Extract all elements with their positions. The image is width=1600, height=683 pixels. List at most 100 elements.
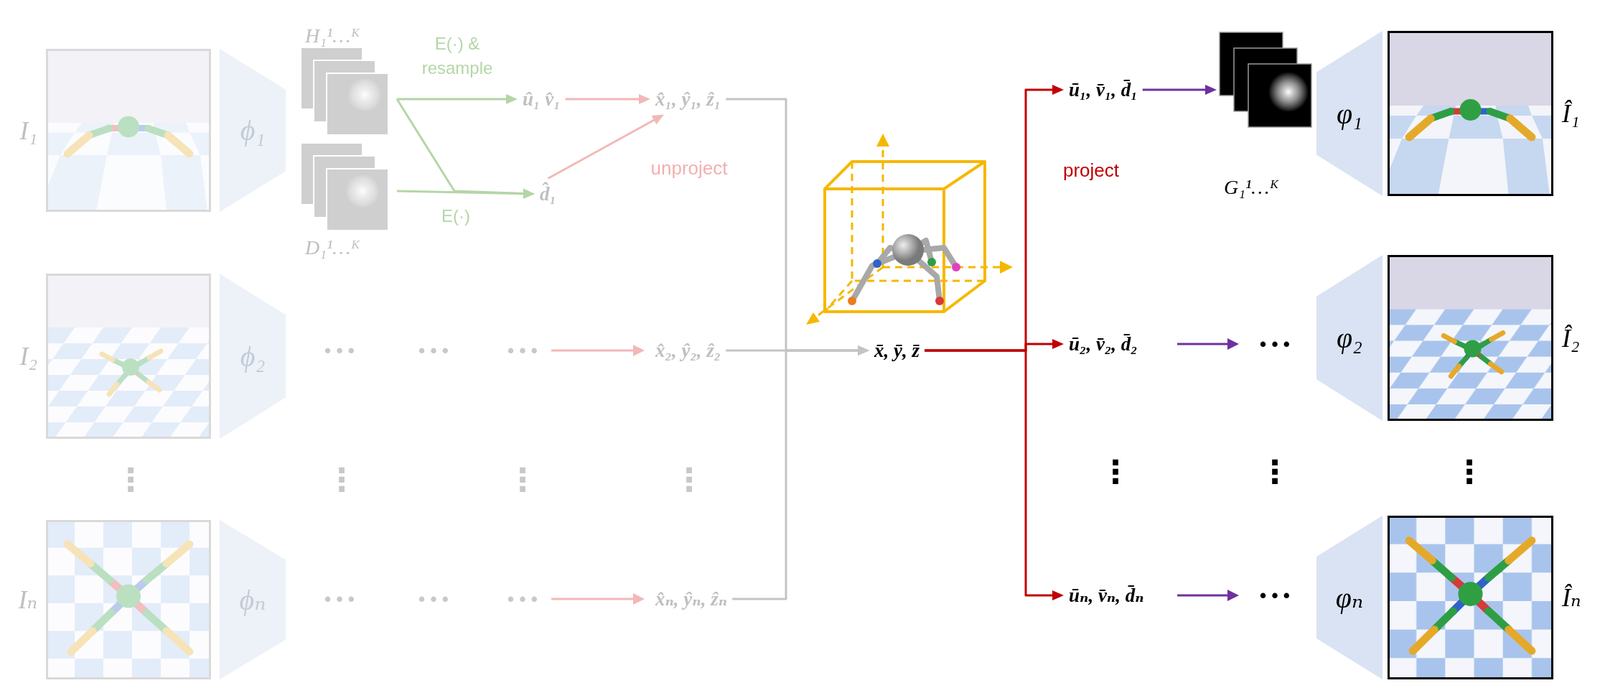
coordinate-term: û₁ v̂₁ xyxy=(520,86,563,112)
image-panel: Î₂ xyxy=(1387,254,1580,421)
vertical-ellipsis: ⋮ xyxy=(673,457,705,502)
ellipsis-text: • • • xyxy=(324,339,355,362)
operator-label: E(·) xyxy=(441,203,471,229)
coordinate-term: x̂ₙ, ŷₙ, ẑₙ xyxy=(653,585,730,612)
network-label: φ₁ xyxy=(1336,96,1363,131)
trapezoid-fill xyxy=(1316,254,1383,421)
connector-line xyxy=(396,98,508,101)
coordinate-text: ū₂, v̄₂, d̄₂ xyxy=(1068,333,1138,355)
network-label: ϕ₁ xyxy=(240,113,266,148)
connector-line xyxy=(725,99,860,351)
coordinate-term: ūₙ, v̄ₙ, d̄ₙ xyxy=(1066,582,1147,608)
vertical-ellipsis-text: ⋮ xyxy=(1099,452,1132,490)
arrowhead xyxy=(1052,338,1064,349)
ellipsis-text: • • • xyxy=(507,339,538,362)
heatmap-area xyxy=(1219,32,1313,140)
network-label: ϕ₂ xyxy=(240,339,266,374)
step-label: project xyxy=(1063,157,1120,184)
heatmap-area xyxy=(300,142,395,231)
network-label: φ₂ xyxy=(1336,320,1363,355)
connector xyxy=(924,350,1064,601)
step-label: unproject xyxy=(651,155,728,181)
coordinate-text: x̂₂, ŷ₂, ẑ₂ xyxy=(655,339,721,362)
image-frame xyxy=(45,48,212,212)
coordinate-term: d̂₁ xyxy=(537,181,559,207)
vertical-ellipsis-text: ⋮ xyxy=(1453,452,1486,490)
ellipsis: • • • xyxy=(1259,330,1290,357)
coordinate-term: x̄, ȳ, z̄ xyxy=(872,338,922,364)
image-frame xyxy=(1387,515,1554,680)
vertical-ellipsis: ⋮ xyxy=(1259,449,1291,494)
arrowhead xyxy=(1052,590,1064,601)
connector xyxy=(396,99,535,199)
heatmap-stack: G₁¹…ᴷ xyxy=(1219,32,1313,199)
image-label: I₁ xyxy=(19,115,38,146)
coordinate-text: x̂₁, ŷ₁, ẑ₁ xyxy=(655,88,721,110)
image-frame xyxy=(45,519,212,680)
connector-line xyxy=(924,350,1054,596)
vertical-ellipsis: ⋮ xyxy=(114,457,147,502)
ellipsis: • • • xyxy=(1259,582,1290,608)
vertical-ellipsis: ⋮ xyxy=(1099,449,1132,494)
image-panel: I₁ xyxy=(19,48,212,212)
ellipsis-text: • • • xyxy=(418,339,449,362)
image-panel: Iₙ xyxy=(17,519,212,680)
arrowhead xyxy=(523,188,535,199)
image-panel: I₂ xyxy=(19,273,212,439)
heatmap-label: G₁¹…ᴷ xyxy=(1223,175,1280,199)
heatmap-label: D₁¹…ᴷ xyxy=(305,236,361,260)
decoder-trapezoid: φ₁ xyxy=(1316,30,1383,196)
operator-label-text: E(·) & resample xyxy=(422,33,494,78)
connector-line xyxy=(396,99,525,194)
vertical-ellipsis: ⋮ xyxy=(325,457,358,502)
image-label: Î₂ xyxy=(1561,323,1580,354)
heatmap-stack: D₁¹…ᴷ xyxy=(300,142,395,260)
coordinate-term: x̂₁, ŷ₁, ẑ₁ xyxy=(653,86,723,112)
heatmap-area xyxy=(300,47,395,135)
image-frame xyxy=(45,273,212,439)
network-label: ϕₙ xyxy=(239,582,267,617)
ellipsis: • • • xyxy=(507,585,538,612)
connector xyxy=(396,188,535,199)
trapezoid-fill xyxy=(219,519,286,680)
arrowhead xyxy=(506,94,518,105)
ellipsis: • • • xyxy=(418,585,449,612)
connector-line xyxy=(924,89,1054,351)
vertical-ellipsis-text: ⋮ xyxy=(1259,452,1291,490)
arrowhead xyxy=(857,345,870,356)
connector-line xyxy=(547,119,655,179)
arrowhead xyxy=(523,188,535,199)
ellipsis-text: • • • xyxy=(1259,333,1290,355)
ellipsis-text: • • • xyxy=(418,587,449,610)
arrowhead xyxy=(1205,84,1217,95)
coordinate-term: x̂₂, ŷ₂, ẑ₂ xyxy=(653,338,723,364)
heatmap-stack: H₁¹…ᴷ xyxy=(300,24,395,135)
connector-line xyxy=(1142,89,1207,92)
network-label: φₙ xyxy=(1335,580,1364,615)
arrowhead xyxy=(857,345,870,356)
arrowhead xyxy=(1052,84,1064,95)
operator-label-text: E(·) xyxy=(441,206,471,226)
connector xyxy=(924,338,1064,351)
image-label: I₂ xyxy=(19,340,38,372)
coordinate-text: x̂ₙ, ŷₙ, ẑₙ xyxy=(655,587,728,610)
step-label-text: project xyxy=(1063,159,1120,181)
heatmap-label: H₁¹…ᴷ xyxy=(305,24,361,48)
image-frame xyxy=(1387,254,1554,421)
image-panel: Îₙ xyxy=(1387,515,1582,680)
image-panel: Î₁ xyxy=(1387,30,1580,196)
connector-line xyxy=(565,98,641,101)
vertical-ellipsis: ⋮ xyxy=(1453,449,1486,494)
ellipsis: • • • xyxy=(324,585,355,612)
connector xyxy=(732,345,870,599)
ellipsis-text: • • • xyxy=(324,587,355,610)
coordinate-term: ū₁, v̄₁, d̄₁ xyxy=(1066,77,1140,103)
vertical-ellipsis-text: ⋮ xyxy=(506,460,539,498)
encoder-trapezoid: ϕ₁ xyxy=(219,48,286,212)
ellipsis: • • • xyxy=(507,337,538,364)
trapezoid-fill xyxy=(219,48,286,212)
trapezoid-fill xyxy=(1316,515,1383,680)
connector xyxy=(725,99,870,356)
ellipsis: • • • xyxy=(418,337,449,364)
